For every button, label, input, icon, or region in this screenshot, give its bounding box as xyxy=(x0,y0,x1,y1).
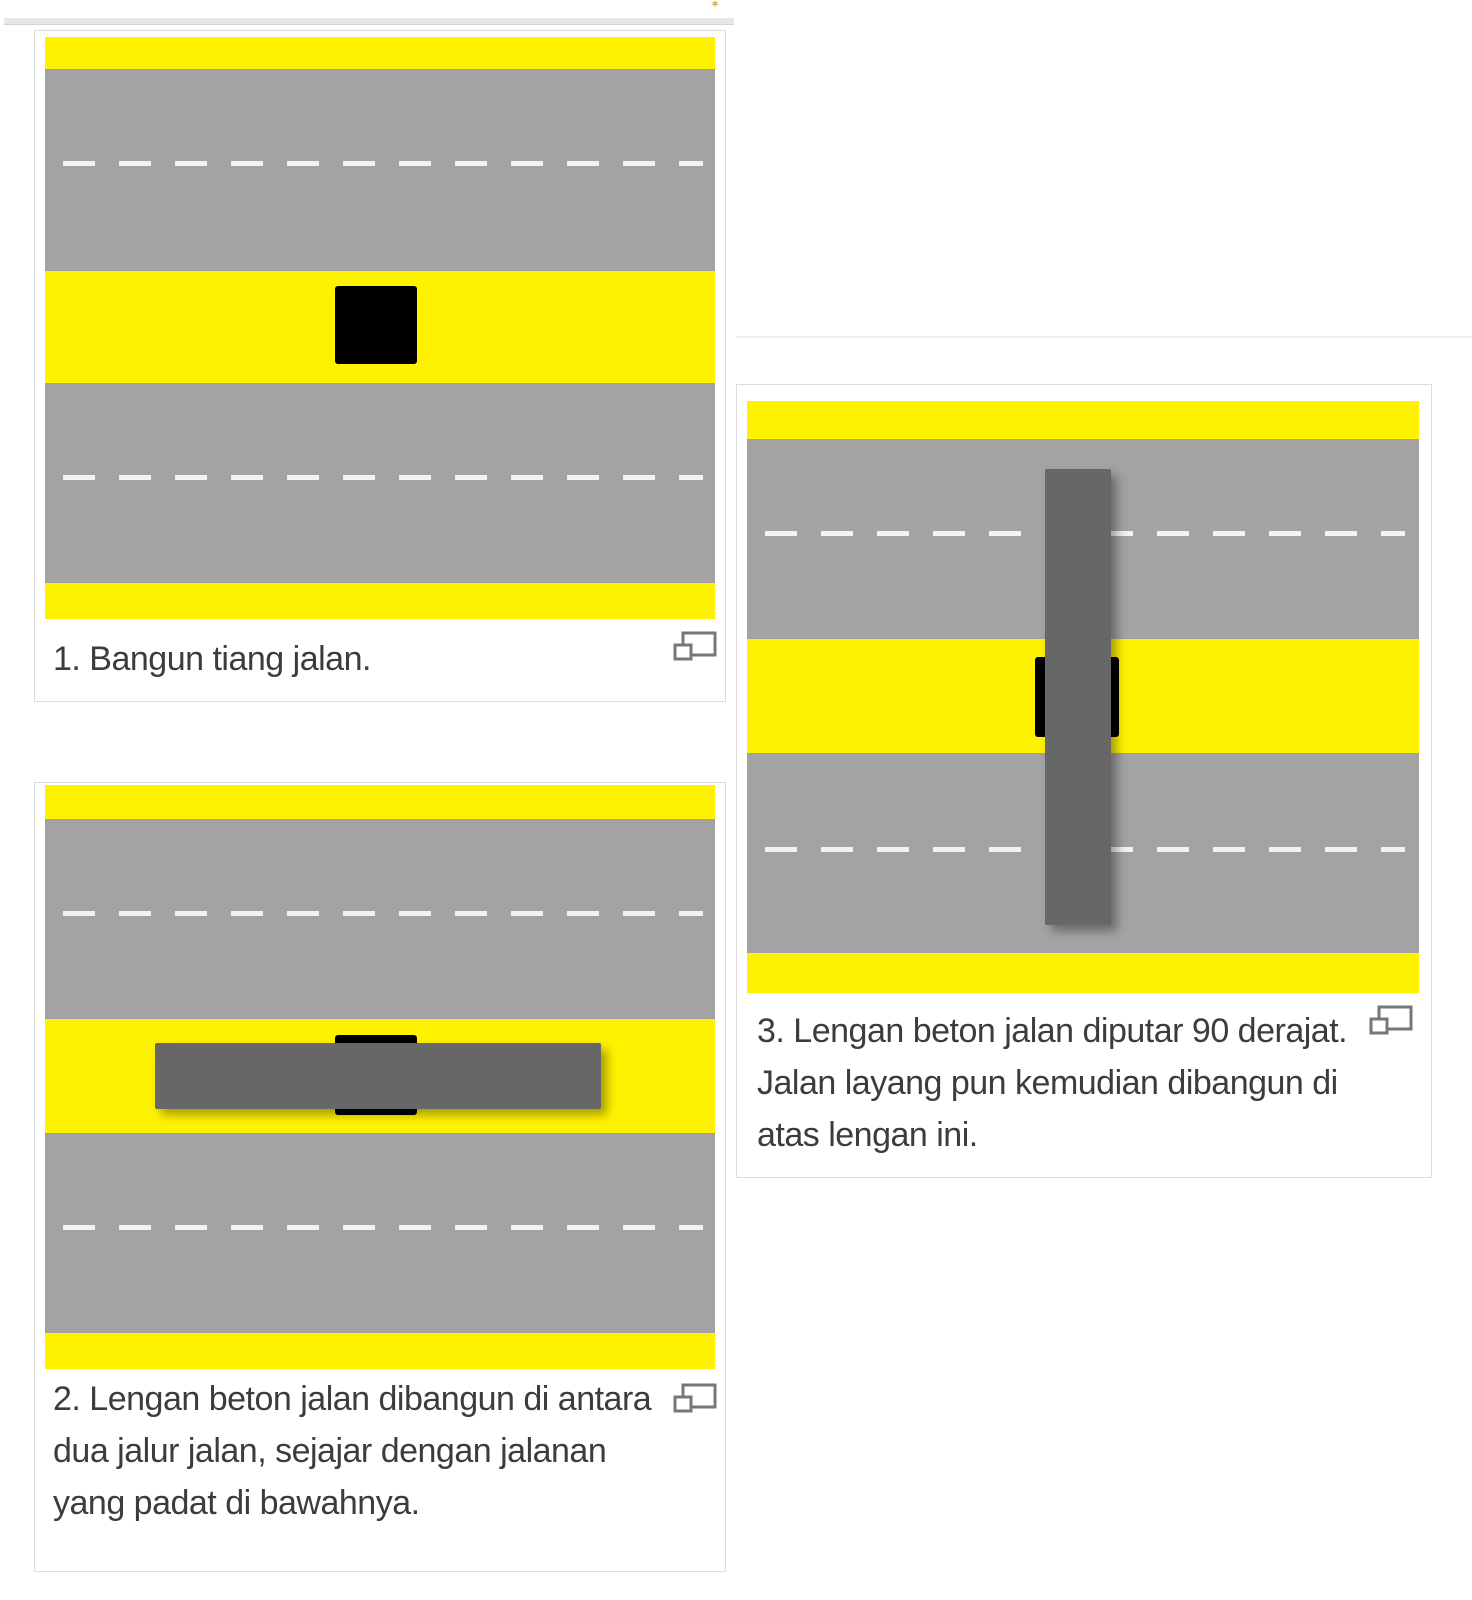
lane-divider xyxy=(63,1225,703,1230)
caption-step-2: 2. Lengan beton jalan dibangun di antara… xyxy=(53,1380,652,1522)
lane-divider xyxy=(63,911,703,916)
concrete-arm xyxy=(1045,469,1111,925)
lane xyxy=(45,819,715,1019)
thumbnail-step-1: 1. Bangun tiang jalan. xyxy=(34,30,726,702)
enlarge-icon[interactable] xyxy=(1369,1003,1415,1037)
lane-divider xyxy=(63,161,703,166)
lane-divider xyxy=(63,475,703,480)
divider xyxy=(736,336,1472,338)
enlarge-icon[interactable] xyxy=(673,629,719,663)
road-edge xyxy=(747,401,1419,439)
road-edge xyxy=(747,953,1419,993)
road-diagram-step-2 xyxy=(45,785,715,1369)
pillar xyxy=(335,286,417,364)
lane xyxy=(45,1133,715,1333)
lane xyxy=(45,383,715,583)
thumbnail-step-3: 3. Lengan beton jalan diputar 90 derajat… xyxy=(736,384,1432,1178)
thumbnail-step-2: 2. Lengan beton jalan dibangun di antara… xyxy=(34,782,726,1572)
page-top-border xyxy=(4,18,734,25)
lane xyxy=(45,69,715,271)
road-edge xyxy=(45,37,715,69)
road-diagram-step-3 xyxy=(747,401,1419,993)
caption-step-3: 3. Lengan beton jalan diputar 90 derajat… xyxy=(757,1012,1348,1154)
enlarge-icon[interactable] xyxy=(673,1381,719,1415)
caption-step-1: 1. Bangun tiang jalan. xyxy=(53,640,371,678)
road-edge xyxy=(45,1333,715,1369)
concrete-arm xyxy=(155,1043,601,1109)
star-icon: ✶ xyxy=(710,0,721,11)
road-edge xyxy=(45,785,715,819)
road-diagram-step-1 xyxy=(45,37,715,619)
road-edge xyxy=(45,583,715,619)
